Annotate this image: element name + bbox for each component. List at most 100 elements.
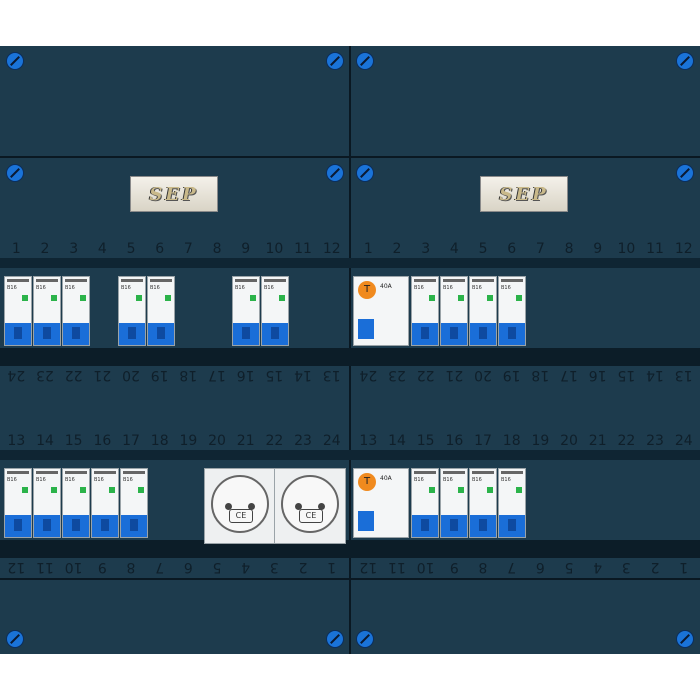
breaker-handle[interactable] [148,323,174,345]
breaker-rating: B16 [414,477,424,483]
breaker-rating: B16 [472,477,482,483]
breaker-handle[interactable] [92,515,118,537]
strip-number: 5 [126,241,136,257]
breaker-handle[interactable] [499,515,525,537]
circuit-breaker[interactable]: B16 [33,276,61,346]
strip-number: 23 [36,367,54,383]
breaker-handle[interactable] [441,515,467,537]
breaker-handle[interactable] [412,515,438,537]
rcd-device[interactable]: T 40A [353,468,409,538]
circuit-breaker[interactable]: B16 [62,468,90,538]
screw-icon [6,630,24,648]
strip-number: 13 [322,367,341,383]
strip-number: 7 [535,241,545,257]
breaker-handle[interactable] [441,323,467,345]
circuit-breaker[interactable]: B16 [440,468,468,538]
status-led-icon [487,487,493,493]
breaker-header [501,279,523,282]
strip-number: 9 [449,559,459,575]
status-led-icon [138,487,144,493]
circuit-breaker[interactable]: B16 [261,276,289,346]
circuit-breaker[interactable]: B16 [411,276,439,346]
strip-number: 18 [502,433,521,449]
breaker-handle[interactable] [233,323,259,345]
circuit-breaker[interactable]: B16 [498,276,526,346]
circuit-breaker[interactable]: B16 [232,276,260,346]
strip-number: 17 [560,367,578,383]
circuit-breaker[interactable]: B16 [120,468,148,538]
rcd-test-button[interactable]: T [358,281,376,299]
breaker-handle[interactable] [499,323,525,345]
breaker-handle[interactable] [5,323,31,345]
strip-number: 17 [122,433,140,449]
breaker-handle[interactable] [63,323,89,345]
rcd-test-button[interactable]: T [358,473,376,491]
screw-icon [676,52,694,70]
strip-number: 15 [265,367,284,383]
circuit-breaker[interactable]: B16 [440,276,468,346]
circuit-breaker[interactable]: B16 [118,276,146,346]
strip-number: 24 [359,367,378,383]
breaker-rating: B16 [443,477,453,483]
breaker-rating: B16 [65,477,75,483]
breaker-rating: B16 [65,285,75,291]
strip-number: 6 [535,559,545,575]
strip-number: 2 [650,559,660,575]
breaker-handle[interactable] [470,515,496,537]
status-led-icon [250,295,256,301]
strip-number: 20 [122,367,140,383]
breaker-handle[interactable] [470,323,496,345]
strip-number: 1 [679,559,689,575]
strip-number: 7 [507,559,517,575]
breaker-handle[interactable] [121,515,147,537]
circuit-breaker[interactable]: B16 [4,276,32,346]
circuit-breaker[interactable]: B16 [33,468,61,538]
circuit-breaker[interactable]: B16 [4,468,32,538]
breaker-handle[interactable] [5,515,31,537]
strip-number: 7 [155,559,165,575]
breaker-handle[interactable] [412,323,438,345]
breaker-handle[interactable] [63,515,89,537]
screw-icon [676,164,694,182]
rcd-handle[interactable] [358,511,374,531]
breaker-header [7,471,29,474]
breaker-handle[interactable] [34,323,60,345]
rcd-rating: 40A [380,283,392,290]
strip-number: 4 [593,559,603,575]
circuit-breaker[interactable]: B16 [469,276,497,346]
circuit-breaker[interactable]: B16 [498,468,526,538]
strip-number: 14 [646,367,664,383]
circuit-breaker[interactable]: B16 [411,468,439,538]
breaker-handle[interactable] [262,323,288,345]
strip-number: 11 [294,241,312,257]
status-led-icon [458,295,464,301]
circuit-breaker[interactable]: B16 [91,468,119,538]
strip-number: 8 [126,559,136,575]
breaker-rating: B16 [7,285,17,291]
status-led-icon [51,487,57,493]
breaker-header [7,279,29,282]
rcd-device[interactable]: T 40A [353,276,409,346]
breaker-header [414,471,436,474]
status-led-icon [165,295,171,301]
strip-number: 16 [93,433,112,449]
status-led-icon [429,487,435,493]
circuit-breaker[interactable]: B16 [62,276,90,346]
breaker-handle[interactable] [34,515,60,537]
strip-number: 5 [564,559,574,575]
rcd-rating: 40A [380,475,392,482]
breaker-handle[interactable] [119,323,145,345]
strip-number: 11 [36,559,54,575]
strip-number: 12 [7,559,26,575]
strip-number: 24 [322,433,341,449]
screw-icon [356,630,374,648]
circuit-breaker[interactable]: B16 [469,468,497,538]
strip-number: 1 [11,241,21,257]
circuit-breaker[interactable]: B16 [147,276,175,346]
strip-number: 10 [617,241,636,257]
rcd-handle[interactable] [358,319,374,339]
strip-number: 19 [502,367,521,383]
